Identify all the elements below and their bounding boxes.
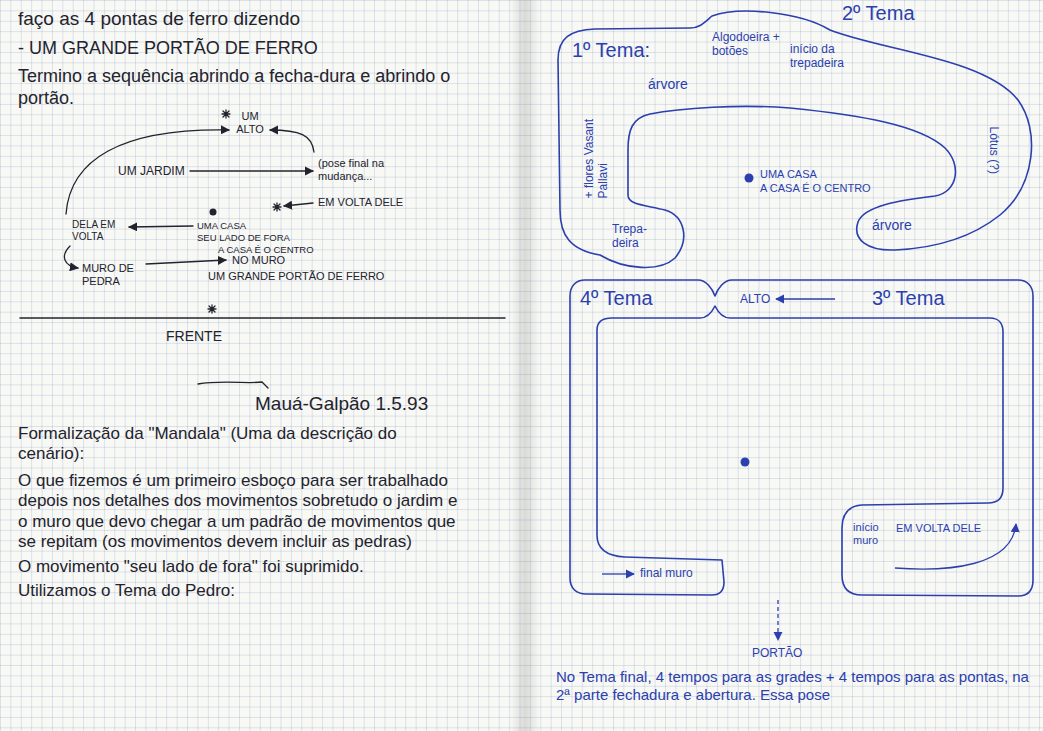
theme-loop: 4º Tema 3º Tema ALTO início muroEM VOLTA DE… — [560, 275, 1040, 605]
band-outline-path — [558, 11, 1032, 267]
theme-note: início muro — [853, 521, 893, 547]
handwritten-note: No Tema final, 4 tempos para as grades +… — [556, 668, 1031, 704]
arrow-line — [190, 170, 313, 171]
plant-note: Lótus (?) — [986, 127, 1000, 174]
theme-band: 1º Tema: 2º TemaAlgodoeira + botõesinício… — [545, 0, 1040, 275]
plant-note: árvore — [872, 217, 912, 234]
gate-arrow — [777, 600, 778, 640]
arrow-line — [602, 573, 634, 574]
handwritten-note: EM VOLTA DELE — [318, 196, 403, 209]
handwritten-note: O movimento "seu lado de fora" foi supri… — [18, 557, 458, 577]
plant-note: + flores Vasant Pallavi — [582, 102, 611, 198]
handwritten-note: UM GRANDE PORTÃO DE FERRO — [208, 270, 384, 283]
handwritten-note: (pose final na mudança... — [318, 157, 408, 183]
handwritten-note: UMA CASA — [197, 220, 246, 231]
band-outline-path — [570, 280, 1033, 596]
handwritten-note: Utilizamos o Tema do Pedro: — [18, 581, 235, 601]
theme-heading: 3º Tema — [872, 286, 945, 310]
left-sketch — [20, 110, 505, 388]
handwritten-note: faço as 4 pontas de ferro dizendo — [18, 8, 300, 31]
arrow-line — [66, 130, 229, 214]
arrow-line — [146, 260, 226, 264]
handwritten-note: Formalização da "Mandala" (Uma da descri… — [18, 424, 458, 465]
front-line — [20, 317, 505, 319]
asterisk — [273, 203, 281, 211]
handwritten-note: A CASA É O CENTRO — [760, 182, 871, 195]
handwritten-note: UM JARDIM — [118, 164, 185, 178]
plant-note: Algodoeira + botões — [712, 30, 788, 59]
theme-heading: 4º Tema — [580, 286, 653, 310]
theme-note: final muro — [640, 566, 693, 580]
arrow-line — [776, 298, 835, 299]
house-dot — [745, 174, 754, 183]
handwritten-note: A CASA É O CENTRO — [218, 244, 314, 255]
handwritten-note: SEU LADO DE FORA — [197, 232, 290, 243]
theme-note: ALTO — [740, 292, 770, 306]
page-spine — [510, 0, 540, 731]
handwritten-note: MURO DE PEDRA — [82, 262, 146, 288]
plant-note: Trepa-deira — [612, 222, 656, 251]
handwritten-note: Mauá-Galpão 1.5.93 — [255, 393, 428, 416]
arrow-line — [270, 130, 314, 152]
theme-note: EM VOLTA DELE — [896, 522, 981, 535]
arrow-line — [284, 203, 313, 206]
handwritten-note: FRENTE — [166, 328, 222, 345]
handwritten-note: O que fizemos é um primeiro esboço para … — [18, 471, 458, 553]
separator-squiggle — [198, 382, 268, 388]
theme-heading: 1º Tema: — [572, 38, 650, 62]
plant-note: início da trepadeira — [790, 42, 870, 71]
theme-heading: 2º Tema — [842, 1, 915, 25]
plant-note: árvore — [648, 76, 688, 93]
asterisk — [222, 110, 230, 118]
asterisk — [208, 305, 216, 313]
handwritten-note: - UM GRANDE PORTÃO DE FERRO — [18, 38, 318, 60]
house-dot — [210, 209, 217, 216]
handwritten-note: Termino a sequência abrindo a fecha-dura… — [18, 66, 498, 109]
house-dot — [741, 458, 750, 467]
arrow-line — [129, 226, 193, 227]
handwritten-note: DELA EM VOLTA — [72, 219, 126, 243]
handwritten-note: UM ALTO — [234, 110, 266, 136]
handwritten-note: UMA CASA — [760, 168, 817, 181]
band-outline — [560, 275, 1040, 605]
handwritten-note: PORTÃO — [752, 646, 802, 660]
handwritten-note: NO MURO — [232, 254, 285, 267]
arrow-line — [64, 246, 78, 268]
